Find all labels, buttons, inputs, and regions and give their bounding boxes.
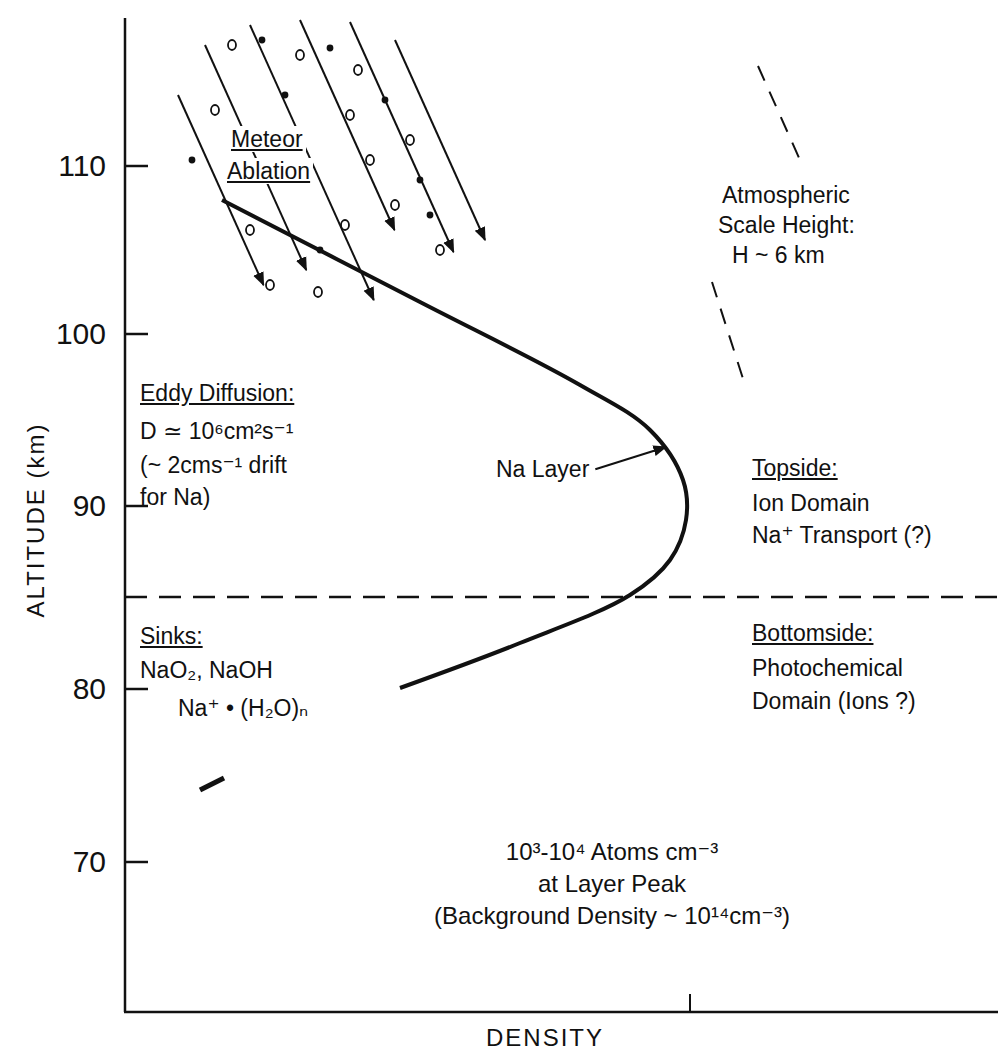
region-heading: Sinks:	[140, 623, 203, 649]
scale-height-line	[758, 66, 800, 160]
tick-label: 80	[73, 672, 106, 707]
x-axis	[124, 1011, 998, 1014]
tick-label: 70	[73, 845, 106, 880]
meteor-particle	[346, 110, 354, 120]
meteor-particle	[296, 50, 304, 60]
meteor-particle	[406, 135, 414, 145]
annotation: Na⁺ • (H₂O)ₙ	[178, 695, 308, 721]
leader-arrow	[595, 447, 666, 469]
annotation: Scale Height:	[718, 212, 855, 238]
meteor-particle	[341, 220, 349, 230]
peak-tick	[689, 994, 691, 1012]
axis-tick	[125, 333, 148, 336]
annotation: H ~ 6 km	[732, 242, 825, 268]
axis-tick	[125, 861, 148, 864]
annotation: 10³-10⁴ Atoms cm⁻³	[506, 838, 718, 866]
region-heading: Ablation	[224, 158, 313, 184]
annotation: NaO₂, NaOH	[140, 657, 273, 683]
annotation: Domain (Ions ?)	[752, 688, 916, 714]
curve-label: Na Layer	[496, 456, 589, 482]
scale-height-line	[712, 282, 746, 388]
annotation: (Background Density ~ 10¹⁴cm⁻³)	[434, 902, 790, 930]
meteor-arrow	[178, 95, 264, 285]
meteor-particle	[283, 93, 288, 98]
region-heading: Topside:	[752, 455, 838, 481]
meteor-particle	[366, 155, 374, 165]
region-heading: Meteor	[228, 126, 306, 152]
meteor-arrow	[300, 20, 395, 230]
meteor-particle	[354, 65, 362, 75]
annotation: D ≃ 10⁶cm²s⁻¹	[140, 418, 293, 444]
sink-mark	[200, 778, 224, 790]
tick-label: 110	[58, 149, 106, 184]
meteor-particle	[190, 158, 195, 163]
boundary-line	[125, 596, 998, 599]
annotation: (~ 2cms⁻¹ drift	[140, 452, 287, 478]
axis-title: ALTITUDE (km)	[22, 423, 50, 618]
region-heading: Bottomside:	[752, 620, 873, 646]
annotation: Ion Domain	[752, 490, 870, 516]
meteor-particle	[260, 38, 265, 43]
axis-tick	[125, 688, 148, 691]
meteor-particle	[418, 178, 423, 183]
meteor-particle	[328, 46, 333, 51]
tick-label: 100	[56, 317, 106, 352]
meteor-particle	[211, 105, 219, 115]
annotation: at Layer Peak	[538, 870, 686, 898]
annotation: Photochemical	[752, 655, 903, 681]
meteor-particle	[246, 225, 254, 235]
region-heading: Eddy Diffusion:	[140, 380, 294, 406]
meteor-particle	[314, 287, 322, 297]
axis-tick	[125, 165, 148, 168]
meteor-particle	[383, 98, 388, 103]
annotation: for Na)	[140, 484, 210, 510]
meteor-arrow	[395, 40, 485, 240]
meteor-particle	[428, 213, 433, 218]
tick-label: 90	[73, 489, 106, 524]
meteor-particle	[228, 40, 236, 50]
meteor-particle	[266, 280, 274, 290]
annotation: Na⁺ Transport (?)	[752, 522, 932, 548]
axis-title: DENSITY	[486, 1024, 604, 1052]
annotation: Atmospheric	[722, 182, 850, 208]
meteor-particle	[391, 200, 399, 210]
meteor-particle	[436, 245, 444, 255]
